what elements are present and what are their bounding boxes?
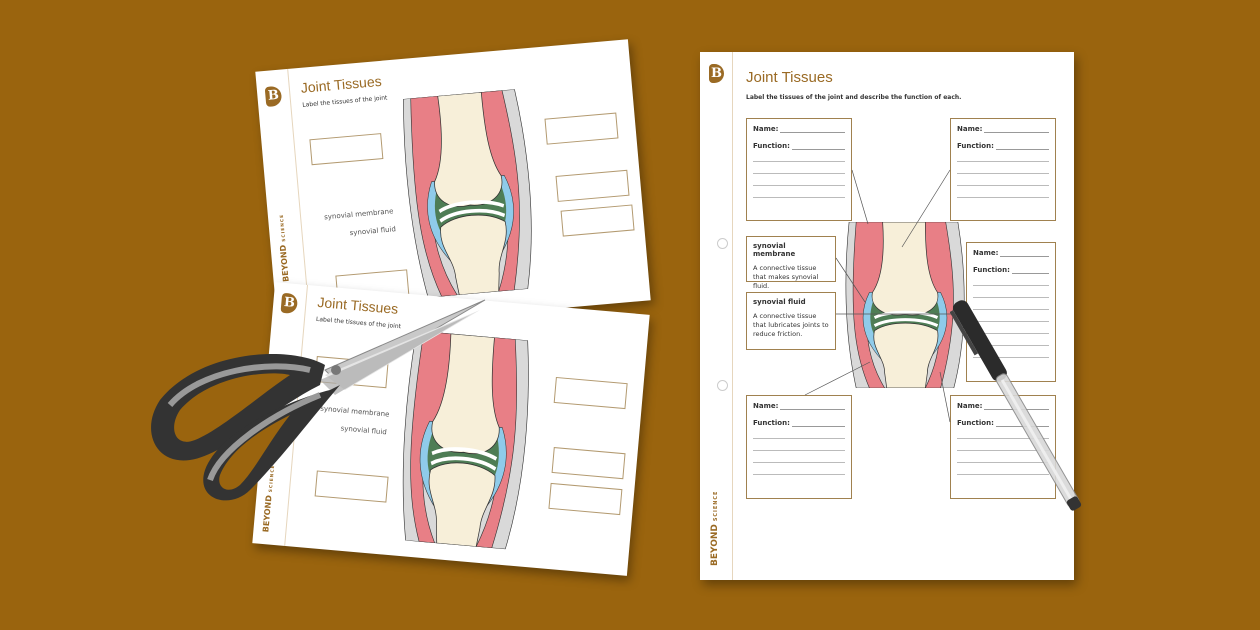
brand-name: BEYOND [278, 244, 291, 283]
name-label: Name: [957, 402, 983, 410]
cutout-sheet-bottom: B Joint Tissues Label the tissues of the… [252, 282, 650, 576]
margin-line [732, 52, 733, 580]
label-box[interactable] [309, 133, 384, 166]
name-label: Name: [973, 249, 999, 257]
brand: BEYOND SCIENCE [276, 213, 291, 283]
writing-line[interactable] [753, 438, 845, 439]
label-box[interactable] [544, 112, 619, 145]
name-label: Name: [753, 125, 779, 133]
joint-illustration [403, 88, 532, 298]
title: Joint Tissues [300, 72, 383, 96]
name-field[interactable]: Name: [753, 125, 845, 133]
subtitle: Label the tissues of the joint [302, 94, 388, 109]
subtitle: Label the tissues of the joint and descr… [746, 94, 962, 101]
brand-name: BEYOND [710, 524, 720, 566]
writing-line[interactable] [753, 450, 845, 451]
synovial-membrane-box: synovial membrane A connective tissue th… [746, 236, 836, 290]
synovial-fluid-description: A connective tissue that lubricates join… [753, 312, 829, 338]
answer-box-top-left[interactable]: Name: Function: [746, 118, 852, 221]
writing-line[interactable] [957, 450, 1049, 451]
writing-line[interactable] [973, 321, 1049, 322]
writing-line[interactable] [973, 357, 1049, 358]
synovial-membrane-label: synovial membrane [323, 207, 394, 222]
writing-line[interactable] [973, 309, 1049, 310]
worksheet-main: B Joint Tissues Label the tissues of the… [700, 52, 1074, 580]
writing-line[interactable] [973, 345, 1049, 346]
writing-line[interactable] [957, 197, 1049, 198]
function-field[interactable]: Function: [973, 266, 1049, 274]
logo: B [709, 64, 724, 83]
writing-line[interactable] [957, 161, 1049, 162]
joint-illustration [845, 221, 965, 389]
label-box[interactable] [553, 376, 628, 410]
punch-hole [717, 238, 728, 249]
synovial-membrane-description: A connective tissue that makes synovial … [753, 264, 819, 290]
writing-line[interactable] [973, 285, 1049, 286]
function-field[interactable]: Function: [957, 142, 1049, 150]
brand: BEYOND SCIENCE [710, 491, 720, 566]
function-field[interactable]: Function: [753, 419, 845, 427]
name-field[interactable]: Name: [973, 249, 1049, 257]
answer-box-middle-right[interactable]: Name: Function: [966, 242, 1056, 382]
punch-hole [717, 380, 728, 391]
joint-illustration [402, 330, 529, 550]
brand-sub: SCIENCE [279, 213, 288, 242]
writing-line[interactable] [957, 474, 1049, 475]
name-label: Name: [957, 125, 983, 133]
function-label: Function: [957, 142, 994, 150]
brand-sub: SCIENCE [713, 490, 719, 522]
writing-line[interactable] [957, 438, 1049, 439]
label-box[interactable] [551, 447, 626, 480]
writing-line[interactable] [973, 297, 1049, 298]
title: Joint Tissues [746, 69, 833, 86]
writing-line[interactable] [753, 185, 845, 186]
synovial-fluid-box: synovial fluid A connective tissue that … [746, 292, 836, 350]
scissors-icon [151, 299, 486, 501]
function-label: Function: [957, 419, 994, 427]
label-box[interactable] [560, 204, 635, 237]
answer-box-top-right[interactable]: Name: Function: [950, 118, 1056, 221]
writing-line[interactable] [753, 197, 845, 198]
writing-line[interactable] [753, 474, 845, 475]
joint-diagram [398, 88, 540, 299]
logo: B [264, 85, 283, 107]
name-field[interactable]: Name: [753, 402, 845, 410]
answer-box-bottom-right[interactable]: Name: Function: [950, 395, 1056, 499]
function-label: Function: [753, 419, 790, 427]
writing-line[interactable] [753, 462, 845, 463]
pen-icon [950, 300, 1082, 511]
function-label: Function: [753, 142, 790, 150]
writing-line[interactable] [973, 333, 1049, 334]
writing-line[interactable] [957, 185, 1049, 186]
joint-diagram [393, 330, 536, 550]
writing-line[interactable] [753, 161, 845, 162]
writing-line[interactable] [957, 462, 1049, 463]
writing-line[interactable] [957, 173, 1049, 174]
cutout-sheet-top: B Joint Tissues Label the tissues of the… [255, 39, 651, 333]
synovial-fluid-name: synovial fluid [753, 298, 806, 306]
answer-box-bottom-left[interactable]: Name: Function: [746, 395, 852, 499]
label-box[interactable] [555, 169, 630, 202]
writing-line[interactable] [753, 173, 845, 174]
label-box[interactable] [548, 482, 623, 516]
function-field[interactable]: Function: [753, 142, 845, 150]
synovial-membrane-name: synovial membrane [753, 242, 796, 258]
joint-diagram [844, 221, 966, 389]
function-label: Function: [973, 266, 1010, 274]
name-field[interactable]: Name: [957, 125, 1049, 133]
name-label: Name: [753, 402, 779, 410]
synovial-fluid-label: synovial fluid [349, 225, 397, 238]
